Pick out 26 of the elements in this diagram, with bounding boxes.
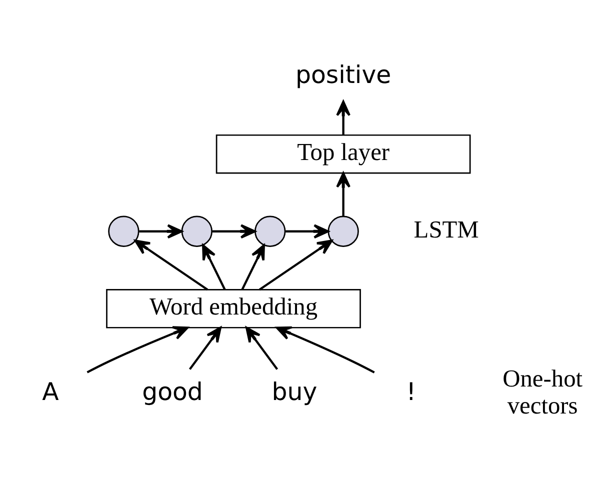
node-text: A: [42, 376, 59, 406]
arrow: [286, 224, 330, 238]
node-box: Top layer: [216, 134, 471, 174]
label: One-hot vectors: [502, 364, 583, 420]
arrow: [276, 326, 375, 373]
node-text: buy: [272, 376, 318, 406]
arrow: [336, 172, 350, 216]
label: LSTM: [414, 216, 479, 243]
arrow: [139, 224, 183, 238]
node-circle: [181, 215, 212, 246]
arrow: [336, 100, 350, 135]
arrow: [258, 239, 333, 290]
arrow: [134, 239, 208, 290]
node-circle: [254, 215, 286, 246]
node-circle: [108, 215, 140, 246]
arrow: [246, 326, 278, 370]
node-circle: [328, 215, 359, 246]
node-box: Word embedding: [106, 288, 361, 328]
arrow: [202, 244, 226, 290]
node-text: positive: [295, 59, 392, 88]
node-text: good: [142, 376, 203, 406]
arrow: [212, 224, 256, 238]
node-text: !: [406, 376, 416, 406]
arrow: [188, 326, 222, 370]
arrow: [86, 326, 188, 373]
arrow: [241, 244, 265, 290]
